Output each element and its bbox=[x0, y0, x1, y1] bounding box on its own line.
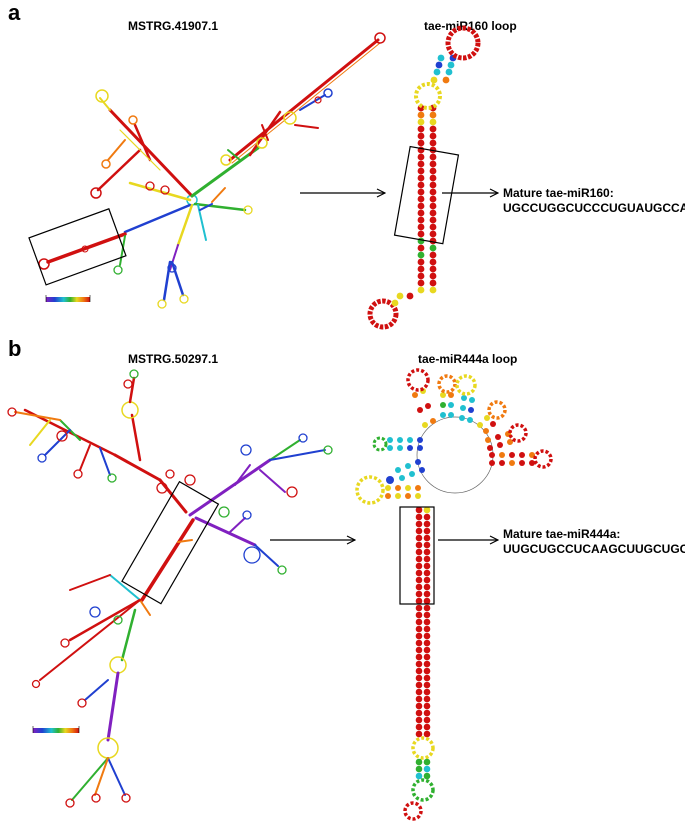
panel-b-structure-title: MSTRG.50297.1 bbox=[128, 352, 219, 366]
panel-b-mature-sequence: UUGCUGCCUCAAGCUUGCUGC bbox=[503, 542, 685, 556]
panel-a-mature-label: Mature tae-miR160: bbox=[503, 186, 614, 200]
panel-b-loop-highlight-box bbox=[399, 506, 435, 605]
panel-b-highlight-box bbox=[121, 480, 220, 605]
panel-a-mature-text: Mature tae-miR160: UGCCUGGCUCCCUGUAUGCCA bbox=[503, 186, 685, 216]
panel-a-color-scale bbox=[46, 297, 90, 302]
panel-b-mature-label: Mature tae-miR444a: bbox=[503, 527, 621, 541]
panel-a-letter: a bbox=[8, 0, 21, 25]
panel-b-mature-text: Mature tae-miR444a: UUGCUGCCUCAAGCUUGCUG… bbox=[503, 527, 685, 557]
panel-a-mature-sequence: UGCCUGGCUCCCUGUAUGCCA bbox=[503, 201, 685, 215]
panel-b-color-scale bbox=[33, 728, 79, 733]
panel-a-loop bbox=[367, 25, 481, 330]
panel-a-structure bbox=[38, 32, 386, 309]
panel-a-structure-title: MSTRG.41907.1 bbox=[128, 19, 219, 33]
panel-b-loop-title: tae-miR444a loop bbox=[418, 352, 518, 366]
panel-b-letter: b bbox=[8, 336, 22, 361]
panel-a-loop-highlight-box bbox=[393, 145, 460, 245]
panel-a-loop-title: tae-miR160 loop bbox=[424, 19, 517, 33]
panel-b-structure bbox=[7, 369, 333, 808]
panel-a-highlight-box bbox=[28, 208, 127, 286]
panel-b-loop bbox=[355, 368, 553, 821]
